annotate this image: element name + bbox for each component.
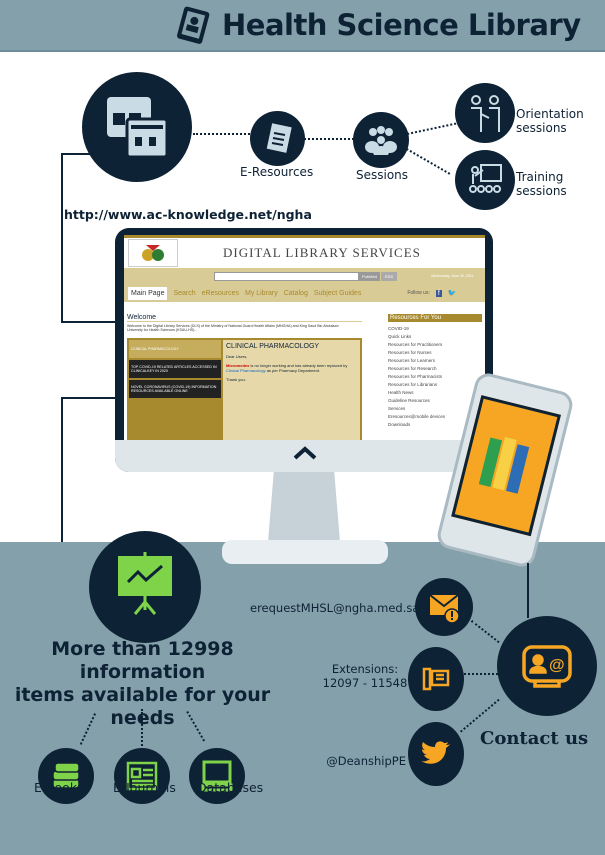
resource-link[interactable]: Resources for Learners xyxy=(388,358,436,363)
monitor-base xyxy=(222,540,388,564)
facebook-icon[interactable]: f xyxy=(435,289,442,297)
clinical-pharmacology-link[interactable]: Clinical Pharmacology xyxy=(226,368,266,373)
article-thanks: Thank you. xyxy=(226,377,246,382)
resource-link[interactable]: Resources for Practitioners xyxy=(388,342,443,347)
databases-label: Databases xyxy=(197,780,264,795)
dotted-connector xyxy=(304,138,354,140)
phone-icon xyxy=(408,647,464,711)
resource-link[interactable]: Resources for Nurses xyxy=(388,350,432,355)
welcome-heading: Welcome xyxy=(127,314,362,322)
site-date: Wednesday, June 30, 2021 xyxy=(431,274,474,278)
orientation-label: Orientation xyxy=(516,107,584,121)
ministry-logo xyxy=(128,239,178,267)
dotted-connector xyxy=(193,133,250,135)
monitor-stand xyxy=(268,472,340,542)
email-alert-icon xyxy=(415,578,473,636)
twitter-handle-link[interactable]: @DeanshipPE xyxy=(326,754,406,768)
resource-link[interactable]: Eresources@mobile devices xyxy=(388,414,446,419)
header-banner xyxy=(0,0,605,52)
connector-line xyxy=(61,153,91,155)
dotted-connector xyxy=(141,709,143,746)
resource-link[interactable]: Health News xyxy=(388,390,414,395)
contact-email[interactable]: erequestMHSL@ngha.med.sa xyxy=(250,601,420,615)
website-icon xyxy=(82,72,192,182)
resource-link[interactable]: Downloads xyxy=(388,422,411,427)
resource-link[interactable]: Resources for Pharmacists xyxy=(388,374,443,379)
ebook-icon xyxy=(38,748,94,804)
nav-eresources[interactable]: eResources xyxy=(201,289,240,297)
phone-screen xyxy=(451,395,561,537)
database-computer-icon xyxy=(189,748,245,804)
magazine-icon xyxy=(177,6,210,44)
eresources-label: E-Resources xyxy=(240,165,314,179)
ejournals-label: E-Journals xyxy=(113,780,176,795)
pubmed-button[interactable]: PubMed xyxy=(359,271,380,281)
resource-link[interactable]: Quick Links xyxy=(388,334,412,339)
monitor-chin xyxy=(115,440,493,472)
resource-link[interactable]: Guideline Resources xyxy=(388,398,430,403)
website-screenshot: DIGITAL LIBRARY SERVICES PubMed EDS Wedn… xyxy=(124,235,485,441)
left-item[interactable]: CLINICAL PHARMACOLOGY xyxy=(129,340,221,358)
welcome-text: Welcome to the Digital Library Services … xyxy=(127,324,339,332)
smartphone xyxy=(434,370,576,570)
nav-subject-guides[interactable]: Subject Guides xyxy=(313,289,362,297)
resource-link[interactable]: Services xyxy=(388,406,406,411)
site-search-input[interactable] xyxy=(214,271,359,281)
document-icon xyxy=(250,111,305,166)
books-icon xyxy=(478,437,530,494)
contact-us-heading: Contact us xyxy=(480,728,589,749)
website-url-link[interactable]: http://www.ac-knowledge.net/ngha xyxy=(64,207,312,222)
orientation-label-2: sessions xyxy=(516,121,567,135)
nav-search[interactable]: Search xyxy=(173,289,196,297)
svg-text:@: @ xyxy=(549,657,565,674)
article-body: is no longer working and has already bee… xyxy=(249,363,348,368)
dotted-connector xyxy=(464,673,506,675)
dotted-connector xyxy=(407,122,457,135)
teaching-icon xyxy=(455,150,515,210)
handshake-icon xyxy=(455,83,515,143)
contact-card-icon: @ xyxy=(497,616,597,716)
resource-link[interactable]: COVID-19 xyxy=(388,326,409,331)
micromedex-text: Micromedex xyxy=(226,363,250,368)
group-icon xyxy=(353,112,409,168)
page-title: Health Science Library xyxy=(222,8,581,42)
site-title: DIGITAL LIBRARY SERVICES xyxy=(223,245,421,260)
article-greeting: Dear Users, xyxy=(226,354,248,359)
connector-line xyxy=(61,153,63,323)
twitter-icon xyxy=(408,722,464,786)
connector-line xyxy=(61,397,125,399)
stats-headline-2: items available for your needs xyxy=(14,684,271,729)
chevron-up-icon xyxy=(293,446,317,460)
twitter-site-icon[interactable]: 🐦 xyxy=(447,290,457,297)
follow-label: Follow us: xyxy=(407,290,430,296)
sessions-label: Sessions xyxy=(356,168,409,182)
stats-headline: More than 12998 information xyxy=(51,638,234,683)
resources-heading: Resources For You xyxy=(388,314,482,322)
left-item[interactable]: TOP COVID-19 RELATED ARTICLES ACCESSED I… xyxy=(129,360,221,378)
extensions-label: Extensions: xyxy=(331,662,399,676)
eds-button[interactable]: EDS xyxy=(380,271,398,281)
training-label: Training xyxy=(516,170,564,184)
resource-link[interactable]: Resources for Librarians xyxy=(388,382,438,387)
nav-main-page[interactable]: Main Page xyxy=(128,286,168,300)
training-label-2: sessions xyxy=(516,184,567,198)
nav-catalog[interactable]: Catalog xyxy=(283,289,308,297)
article-title: CLINICAL PHARMACOLOGY xyxy=(226,343,320,350)
dotted-connector xyxy=(406,148,451,175)
connector-line xyxy=(61,321,125,323)
ebooks-label: E-Books xyxy=(34,780,84,795)
connector-line xyxy=(61,397,63,587)
article-body-end: as per Pharmacy Department. xyxy=(265,368,321,373)
nav-my-library[interactable]: My Library xyxy=(245,289,278,297)
presentation-chart-icon xyxy=(89,531,201,643)
left-item[interactable]: NOVEL CORONAVIRUS (COVID-19) INFORMATION… xyxy=(129,380,221,398)
connector-line xyxy=(527,563,529,618)
resource-link[interactable]: Resources for Research xyxy=(388,366,437,371)
extensions-value: 12097 - 11548 xyxy=(322,676,408,690)
ejournal-icon xyxy=(114,748,170,804)
